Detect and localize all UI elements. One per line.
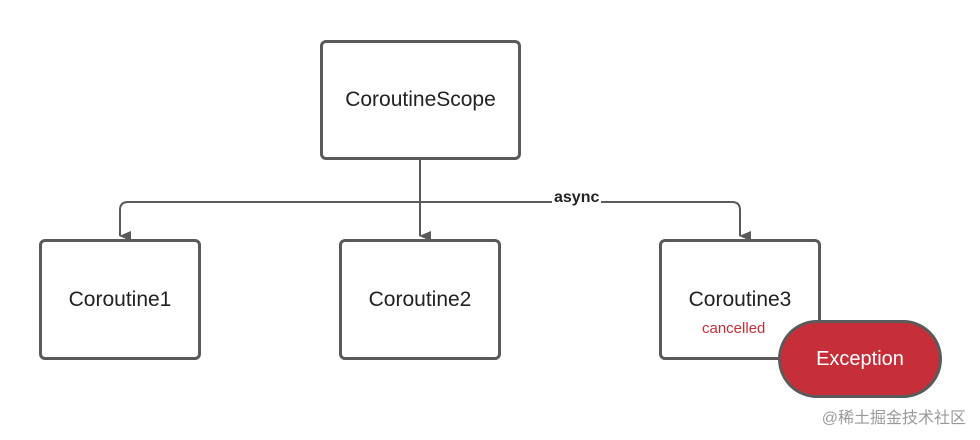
coroutine3-node: Coroutine3 bbox=[659, 239, 821, 360]
coroutine-scope-node: CoroutineScope bbox=[320, 40, 521, 160]
async-edge-label: async bbox=[552, 189, 602, 207]
coroutine1-label: Coroutine1 bbox=[68, 287, 172, 311]
coroutine1-node: Coroutine1 bbox=[39, 239, 201, 360]
coroutine3-label: Coroutine3 bbox=[688, 287, 792, 311]
branch-left-line bbox=[119, 201, 420, 241]
branch-right-line bbox=[420, 201, 751, 241]
watermark-text: @稀土掘金技术社区 bbox=[821, 410, 966, 427]
coroutine2-label: Coroutine2 bbox=[368, 287, 472, 311]
coroutine-scope-label: CoroutineScope bbox=[345, 88, 496, 111]
coroutine2-node: Coroutine2 bbox=[339, 239, 501, 360]
cancelled-status-label: cancelled bbox=[702, 320, 766, 337]
exception-label: Exception bbox=[816, 347, 904, 370]
exception-node: Exception bbox=[778, 320, 942, 398]
